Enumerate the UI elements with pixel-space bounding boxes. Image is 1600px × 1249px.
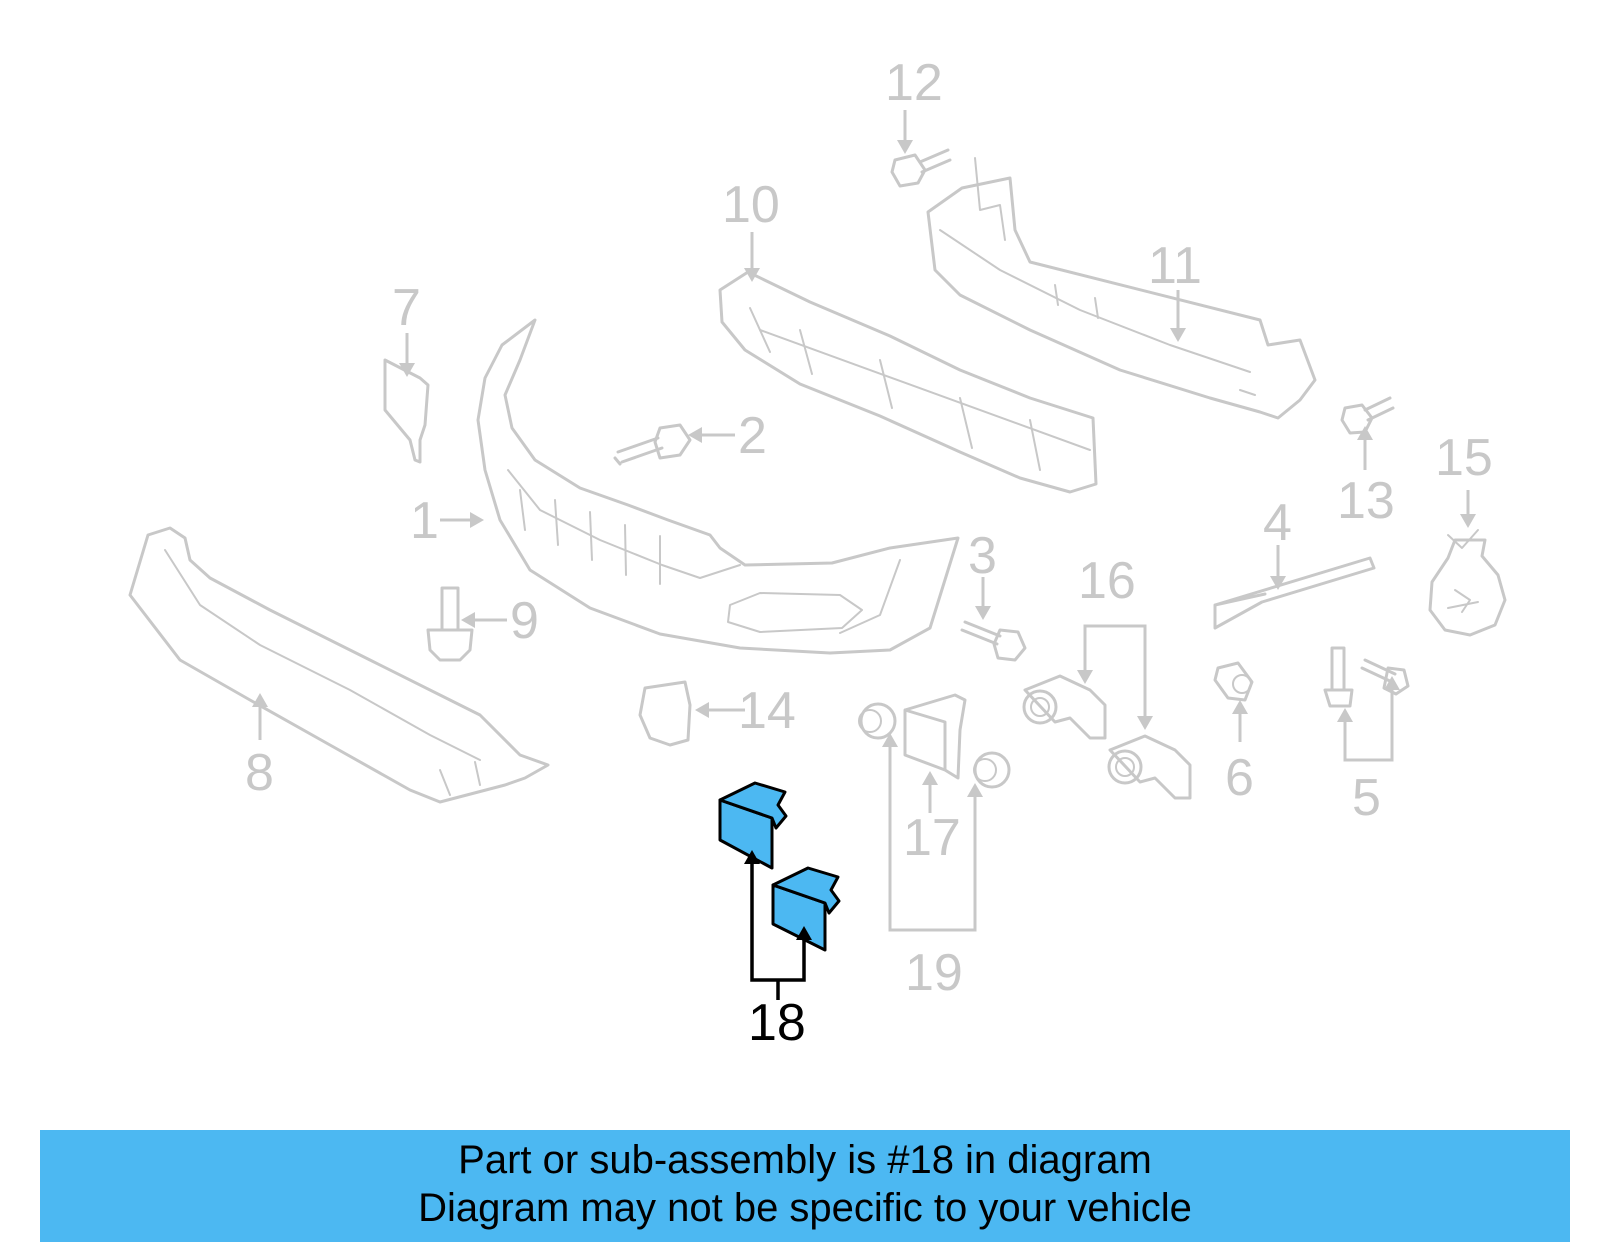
part-19-grommet-right — [973, 751, 1011, 789]
part-19-grommet-left — [858, 702, 897, 740]
callout-19: 19 — [905, 944, 963, 1002]
callout-9: 9 — [510, 592, 539, 650]
callout-12: 12 — [885, 54, 943, 112]
banner-line-disclaimer: Diagram may not be specific to your vehi… — [418, 1186, 1192, 1230]
callout-3: 3 — [968, 527, 997, 585]
part-11-reinforcement-beam — [926, 157, 1317, 420]
leader-lines — [252, 110, 1476, 932]
part-18-bracket-upper — [718, 781, 788, 870]
part-16-sensor-left — [1022, 674, 1107, 740]
part-17-bracket — [903, 693, 967, 780]
part-7-bracket — [383, 358, 430, 464]
part-14-cover — [638, 680, 692, 747]
callout-6: 6 — [1225, 749, 1254, 807]
part-12-bolt — [890, 148, 952, 188]
part-16-sensor-right — [1107, 734, 1192, 800]
callout-14: 14 — [738, 682, 796, 740]
callout-4: 4 — [1263, 494, 1292, 552]
callout-5: 5 — [1352, 769, 1381, 827]
callout-7: 7 — [392, 279, 421, 337]
callout-17: 17 — [903, 809, 961, 867]
callout-15: 15 — [1435, 429, 1493, 487]
callout-11: 11 — [1148, 237, 1202, 295]
part-5-bolts — [1323, 646, 1410, 708]
part-3-bolt — [960, 620, 1027, 662]
banner-line-part: Part or sub-assembly is #18 in diagram — [458, 1138, 1152, 1182]
part-18-bracket-lower — [771, 866, 841, 952]
part-6-nut — [1213, 661, 1254, 702]
part-2-bolt — [613, 423, 692, 466]
part-1-bumper-cover — [476, 318, 960, 655]
leader-lines-18 — [744, 850, 812, 1000]
callout-16: 16 — [1078, 552, 1136, 610]
callout-2: 2 — [738, 407, 767, 465]
callout-18: 18 — [748, 994, 806, 1052]
part-8-grille — [128, 526, 550, 804]
part-15-hardware-bag — [1428, 529, 1507, 637]
callout-1: 1 — [410, 492, 439, 550]
part-9-fastener — [426, 586, 474, 662]
callout-8: 8 — [245, 744, 274, 802]
part-4-bracket — [1213, 556, 1376, 630]
info-banner: Part or sub-assembly is #18 in diagram D… — [40, 1130, 1570, 1242]
callout-13: 13 — [1337, 472, 1395, 530]
part-10-energy-absorber — [718, 270, 1098, 494]
callouts: 1 2 3 4 5 6 7 8 9 10 11 12 13 14 15 16 1… — [245, 54, 1493, 1052]
callout-10: 10 — [722, 176, 780, 234]
part-13-bolt — [1340, 396, 1395, 435]
